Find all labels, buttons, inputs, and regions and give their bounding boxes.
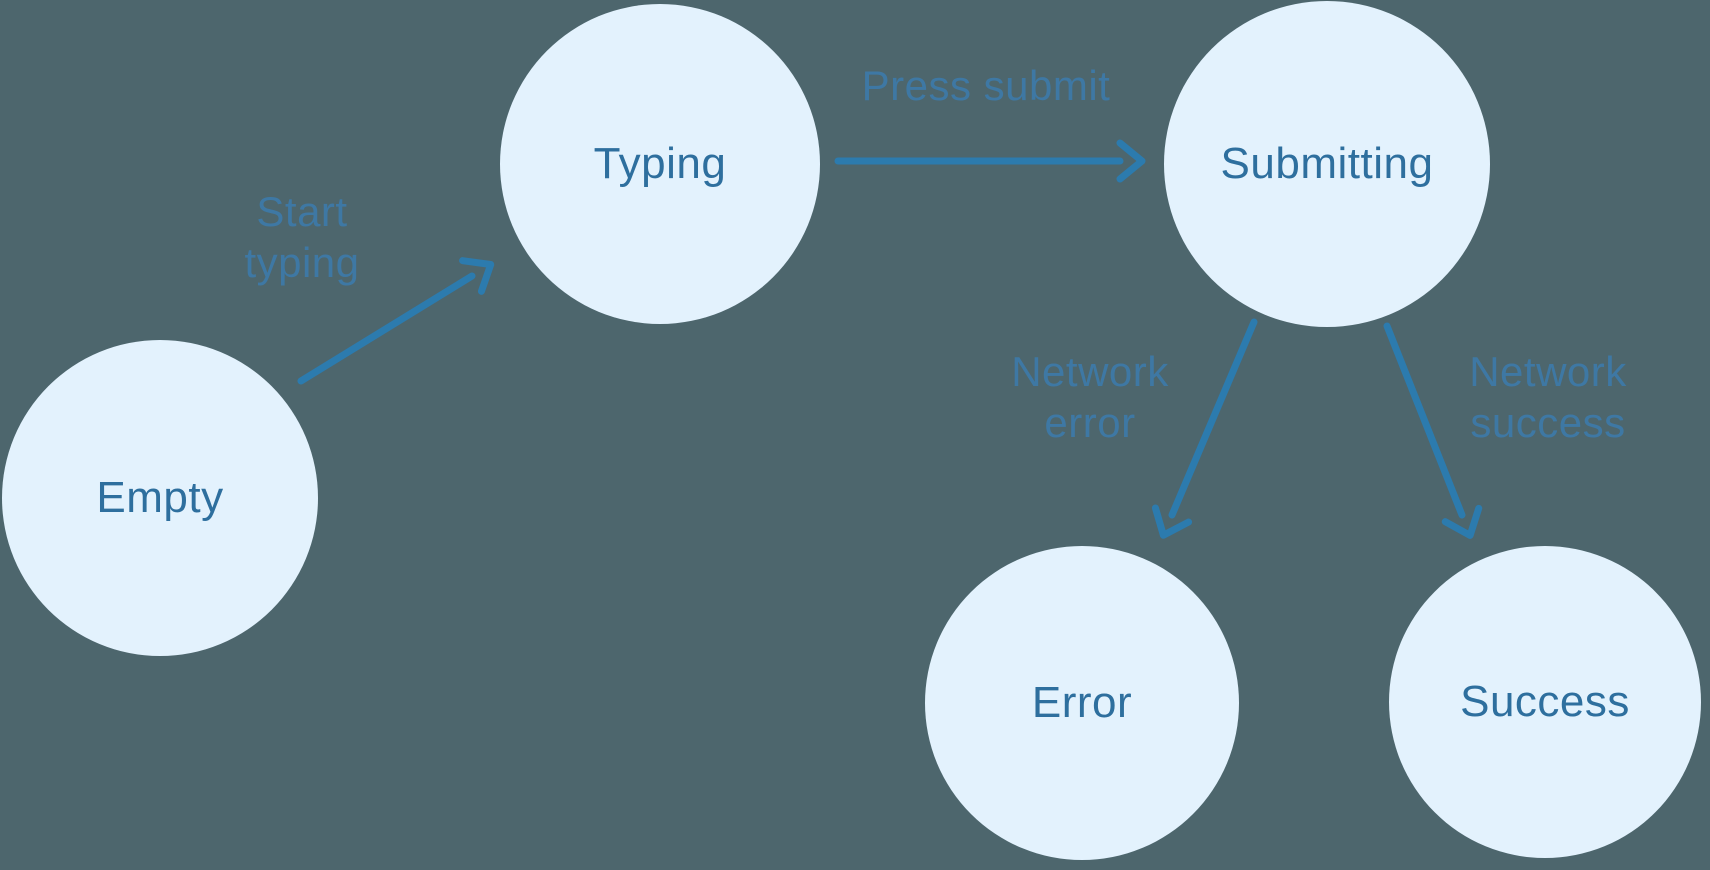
transition-label-line: typing [244,239,360,286]
state-node-empty: Empty [2,340,318,656]
transition-label-network-error: Network error [980,346,1200,448]
transition-label-line: Start [256,188,348,235]
state-node-success-label: Success [1460,677,1630,726]
transition-label-line: Network [1469,348,1627,395]
arrow-empty-to-typing [297,257,495,385]
state-node-success: Success [1389,546,1701,858]
state-node-typing-label: Typing [593,139,727,188]
state-node-empty-label: Empty [96,473,224,522]
state-node-error-label: Error [1031,678,1133,727]
transition-label-network-success: Network success [1438,346,1658,448]
arrow-submitting-to-error [1151,318,1258,539]
transition-label-line: Press submit [861,62,1111,109]
transition-label-line: Network [1011,348,1169,395]
transition-label-line: error [1044,399,1136,446]
transition-label-start-typing: Start typing [192,186,412,288]
transition-label-press-submit: Press submit [836,60,1136,111]
state-node-submitting-label: Submitting [1220,139,1434,188]
state-node-typing: Typing [500,4,820,324]
arrow-submitting-to-success [1383,322,1483,539]
state-node-error: Error [925,546,1239,860]
state-node-submitting: Submitting [1164,1,1490,327]
transition-label-line: success [1470,399,1626,446]
